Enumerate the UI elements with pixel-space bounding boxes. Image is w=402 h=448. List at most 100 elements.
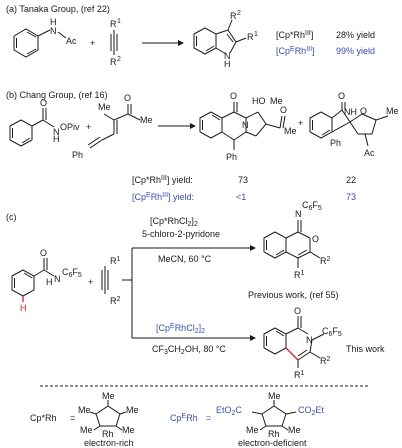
- svg-text:Ph: Ph: [330, 138, 341, 148]
- svg-text:Rh: Rh: [268, 429, 280, 439]
- svg-text:Ac: Ac: [364, 148, 375, 158]
- svg-text:Me: Me: [78, 405, 91, 415]
- svg-text:HO: HO: [252, 96, 266, 106]
- section-c-heading: (c): [6, 212, 17, 222]
- svg-text:N: N: [50, 26, 57, 36]
- enynone: [87, 104, 141, 149]
- svg-text:Me: Me: [386, 106, 399, 116]
- svg-text:2: 2: [117, 56, 121, 63]
- svg-text:Me: Me: [284, 126, 297, 136]
- svg-text:N: N: [53, 127, 60, 137]
- benzamide-opiv: [9, 108, 55, 147]
- svg-text:O: O: [124, 93, 131, 103]
- acetanilide-structure: [13, 28, 67, 58]
- indole-product: [193, 19, 247, 55]
- svg-text:H: H: [20, 303, 27, 313]
- svg-text:2: 2: [237, 10, 241, 17]
- svg-text:O: O: [40, 248, 47, 258]
- top-product: [263, 220, 321, 268]
- svg-text:R1: R1: [294, 270, 305, 280]
- svg-text:Rh: Rh: [102, 429, 114, 439]
- svg-text:C6F5: C6F5: [322, 326, 342, 338]
- section-b-heading: (b) Chang Group, (ref 16): [6, 90, 108, 100]
- svg-text:[Cp*RhIII]: [Cp*RhIII]: [276, 30, 313, 40]
- svg-text:H: H: [53, 134, 60, 144]
- svg-text:N: N: [54, 274, 61, 284]
- svg-text:O: O: [280, 105, 287, 115]
- svg-text:R: R: [110, 57, 117, 67]
- svg-text:CpERh: CpERh: [170, 413, 198, 423]
- svg-text:O: O: [360, 106, 367, 116]
- catalyst-yield-1: [Cp*RhIII] 28% yield: [276, 30, 375, 40]
- svg-text:Me: Me: [246, 425, 259, 435]
- svg-text:O: O: [294, 306, 301, 316]
- svg-text:electron-rich: electron-rich: [84, 438, 134, 448]
- svg-text:R2: R2: [110, 296, 121, 306]
- svg-text:N: N: [295, 209, 302, 219]
- svg-text:Me: Me: [102, 391, 115, 401]
- cpstar-structure: [89, 400, 127, 431]
- benzamide-c6f5: [11, 258, 55, 302]
- svg-text:73: 73: [238, 175, 248, 185]
- section-a-heading: (a) Tanaka Group, (ref 22): [6, 4, 110, 14]
- svg-text:Me: Me: [126, 405, 139, 415]
- svg-text:C6F5: C6F5: [62, 267, 82, 279]
- svg-text:[CpERhIII]: [CpERhIII]: [276, 46, 315, 56]
- alkyne-c: [101, 266, 109, 294]
- yield-row-cpe: [CpERhIII] yield: <1 73: [132, 192, 356, 202]
- alkyne-a: [110, 30, 118, 55]
- svg-text:[Cp*RhCl2]2: [Cp*RhCl2]2: [150, 216, 198, 228]
- svg-text:R: R: [230, 11, 237, 21]
- svg-text:EtO2C: EtO2C: [216, 405, 242, 417]
- svg-text:NH: NH: [344, 107, 357, 117]
- catalyst-yield-2: [CpERhIII] 99% yield: [276, 46, 375, 56]
- svg-text:Ph: Ph: [72, 150, 83, 160]
- svg-text:+: +: [88, 277, 93, 287]
- svg-text:[CpERhIII] yield:: [CpERhIII] yield:: [132, 192, 194, 202]
- svg-text:22: 22: [346, 175, 356, 185]
- svg-text:Ph: Ph: [226, 152, 237, 162]
- svg-text:28% yield: 28% yield: [336, 30, 375, 40]
- svg-text:Me: Me: [122, 425, 135, 435]
- svg-text:O: O: [40, 98, 47, 108]
- svg-text:N: N: [242, 120, 249, 130]
- bottom-product: [263, 316, 325, 368]
- svg-text:MeCN, 60 °C: MeCN, 60 °C: [158, 254, 212, 264]
- svg-text:5-chloro-2-pyridone: 5-chloro-2-pyridone: [142, 229, 220, 239]
- svg-text:R1: R1: [110, 256, 121, 266]
- svg-text:[CpERhCl2]2: [CpERhCl2]2: [156, 323, 205, 335]
- svg-text:Me: Me: [270, 96, 283, 106]
- svg-text:+: +: [298, 118, 303, 128]
- svg-text:Me: Me: [288, 425, 301, 435]
- svg-text:=: =: [206, 413, 211, 423]
- svg-text:1: 1: [254, 31, 258, 38]
- svg-text:Me: Me: [140, 115, 153, 125]
- svg-text:R: R: [110, 19, 117, 29]
- svg-text:73: 73: [346, 192, 356, 202]
- this-work-label: This work: [346, 344, 385, 354]
- svg-text:H: H: [46, 277, 53, 287]
- yield-row-cpstar: [Cp*RhIII] yield: 73 22: [132, 175, 356, 185]
- svg-text:O: O: [338, 91, 345, 101]
- svg-text:99% yield: 99% yield: [336, 46, 375, 56]
- svg-text:R2: R2: [320, 256, 331, 266]
- svg-text:O: O: [230, 91, 237, 101]
- ac-label: Ac: [66, 36, 77, 46]
- svg-text:[Cp*RhIII] yield:: [Cp*RhIII] yield:: [132, 175, 193, 185]
- cpstar-label: Cp*Rh: [30, 413, 57, 423]
- product-b2: [309, 102, 389, 147]
- svg-text:CO2Et: CO2Et: [298, 405, 324, 417]
- cpe-structure: [251, 400, 297, 431]
- nh-label: H: [50, 17, 57, 27]
- svg-text:Me: Me: [98, 102, 111, 112]
- branch-arrows: [122, 245, 256, 341]
- svg-text:OPiv: OPiv: [60, 122, 80, 132]
- plus-a: +: [90, 38, 95, 48]
- svg-text:Me: Me: [80, 425, 93, 435]
- svg-text:N: N: [306, 335, 313, 345]
- svg-text:R2: R2: [320, 356, 331, 366]
- svg-text:=: =: [70, 413, 75, 423]
- product-b1: [199, 102, 286, 150]
- svg-text:O: O: [312, 234, 319, 244]
